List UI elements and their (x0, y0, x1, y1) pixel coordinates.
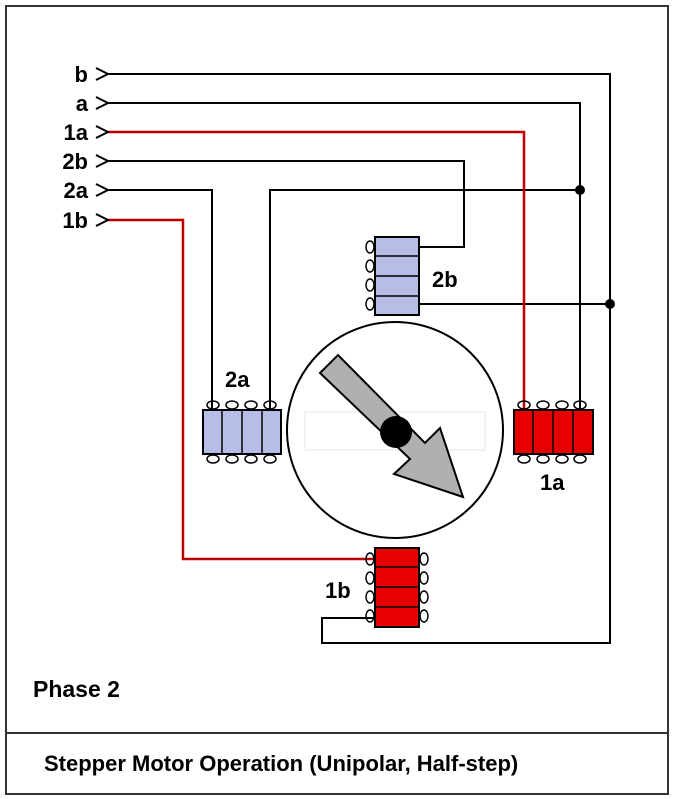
coil-label-2a: 2a (225, 367, 250, 392)
terminal-label-2b: 2b (62, 149, 88, 174)
terminal-arrow-icon (95, 67, 111, 81)
coil-label-1a: 1a (540, 470, 565, 495)
terminal-arrow-icon (95, 96, 111, 110)
energized-wires (108, 130, 526, 561)
coil-2a (202, 400, 282, 464)
idle-wires (108, 73, 611, 644)
terminal-labels: b a 1a 2b 2a 1b (62, 62, 88, 233)
junction-dot (605, 299, 615, 309)
junction-dot (575, 185, 585, 195)
outer-frame (5, 5, 669, 795)
terminal-label-2a: 2a (64, 178, 89, 203)
terminal-label-1a: 1a (64, 120, 89, 145)
rotor-hub (380, 416, 412, 448)
terminal-arrow-icon (95, 183, 111, 197)
diagram-caption: Stepper Motor Operation (Unipolar, Half-… (44, 751, 518, 776)
terminal-arrow-icon (95, 125, 111, 139)
coil-label-1b: 1b (325, 578, 351, 603)
coil-label-2b: 2b (432, 267, 458, 292)
phase-label: Phase 2 (33, 676, 120, 702)
terminal-arrow-icon (95, 154, 111, 168)
terminal-label-a: a (76, 91, 89, 116)
coil-1b (365, 547, 429, 628)
terminal-arrows (95, 67, 111, 227)
terminal-label-1b: 1b (62, 208, 88, 233)
terminal-label-b: b (75, 62, 88, 87)
coil-2b (365, 236, 420, 316)
coil-1a (513, 400, 594, 464)
terminal-arrow-icon (95, 213, 111, 227)
